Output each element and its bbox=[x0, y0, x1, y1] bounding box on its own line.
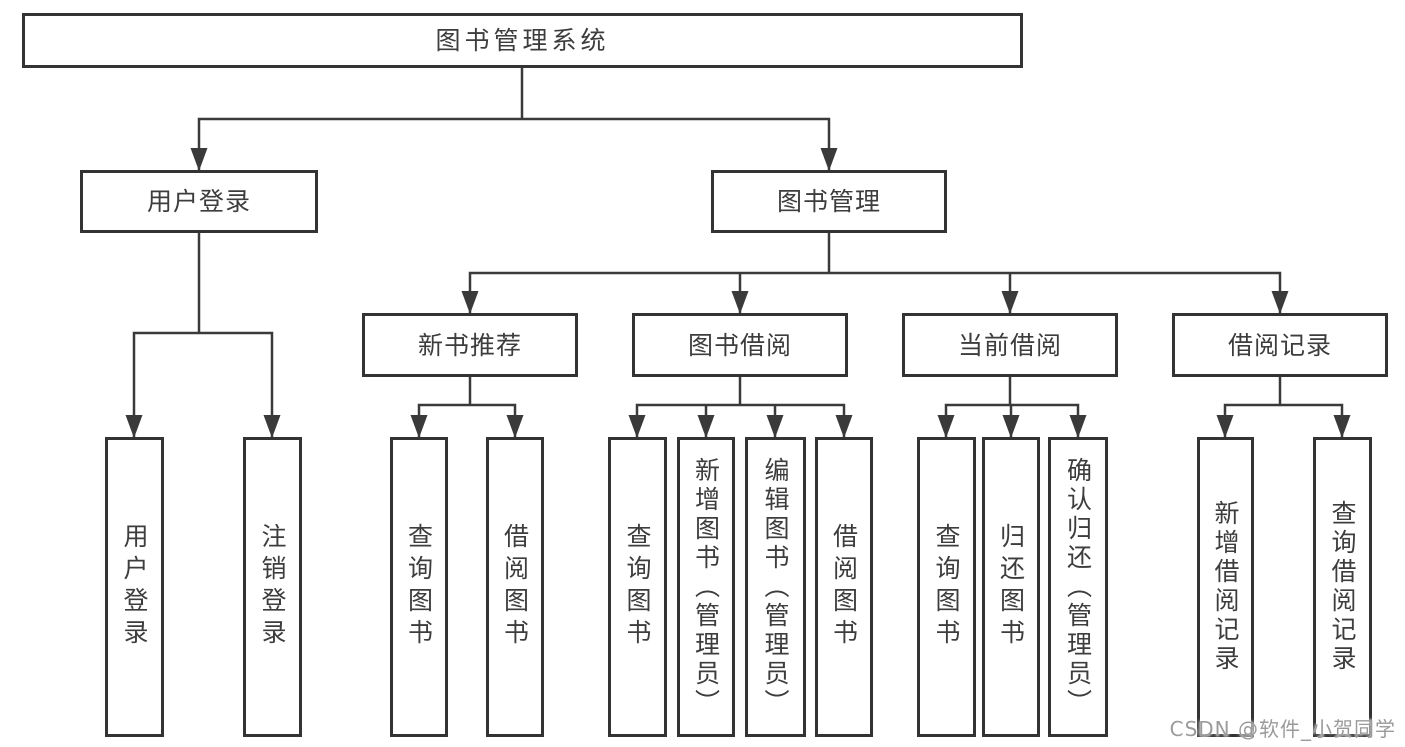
leaf-label: 借阅图书 bbox=[829, 523, 859, 651]
leaf-label: 查询图书 bbox=[404, 523, 434, 651]
leaf-label: 借阅图书 bbox=[500, 523, 530, 651]
leaf-query-books: 查询图书 bbox=[390, 437, 448, 737]
leaf-return-books: 归还图书 bbox=[982, 437, 1040, 737]
leaf-label: 注销登录 bbox=[258, 523, 287, 651]
leaf-label: 查询借阅记录 bbox=[1328, 500, 1357, 674]
node-current-borrowing: 当前借阅 bbox=[902, 313, 1118, 377]
csdn-watermark: CSDN @软件_小贺同学 bbox=[1169, 717, 1396, 741]
leaf-label: 新增借阅记录 bbox=[1211, 500, 1240, 674]
leaf-query-books-2: 查询图书 bbox=[608, 437, 667, 737]
leaf-label: 编辑图书（管理员） bbox=[761, 456, 790, 718]
leaf-query-books-3: 查询图书 bbox=[917, 437, 976, 737]
leaf-label: 查询图书 bbox=[623, 523, 652, 651]
leaf-logout: 注销登录 bbox=[243, 437, 302, 737]
leaf-label: 归还图书 bbox=[996, 523, 1026, 651]
node-user-login: 用户登录 bbox=[80, 170, 318, 233]
node-book-borrowing: 图书借阅 bbox=[632, 313, 848, 377]
leaf-user-login: 用户登录 bbox=[105, 437, 164, 737]
node-library-management-system: 图书管理系统 bbox=[22, 13, 1023, 68]
leaf-label: 新增图书（管理员） bbox=[691, 456, 721, 718]
leaf-add-borrow-record: 新增借阅记录 bbox=[1197, 437, 1254, 737]
node-book-management: 图书管理 bbox=[711, 170, 947, 233]
leaf-label: 确认归还（管理员） bbox=[1063, 456, 1093, 718]
leaf-confirm-return-admin: 确认归还（管理员） bbox=[1048, 437, 1108, 737]
node-new-book-recommendation: 新书推荐 bbox=[362, 313, 578, 377]
leaf-label: 用户登录 bbox=[120, 523, 149, 651]
leaf-add-books-admin: 新增图书（管理员） bbox=[677, 437, 735, 737]
leaf-query-borrow-record: 查询借阅记录 bbox=[1313, 437, 1372, 737]
leaf-label: 查询图书 bbox=[932, 523, 961, 651]
leaf-edit-books-admin: 编辑图书（管理员） bbox=[745, 437, 806, 737]
leaf-borrow-books-2: 借阅图书 bbox=[815, 437, 873, 737]
leaf-borrow-books: 借阅图书 bbox=[486, 437, 544, 737]
node-borrowing-records: 借阅记录 bbox=[1172, 313, 1388, 377]
